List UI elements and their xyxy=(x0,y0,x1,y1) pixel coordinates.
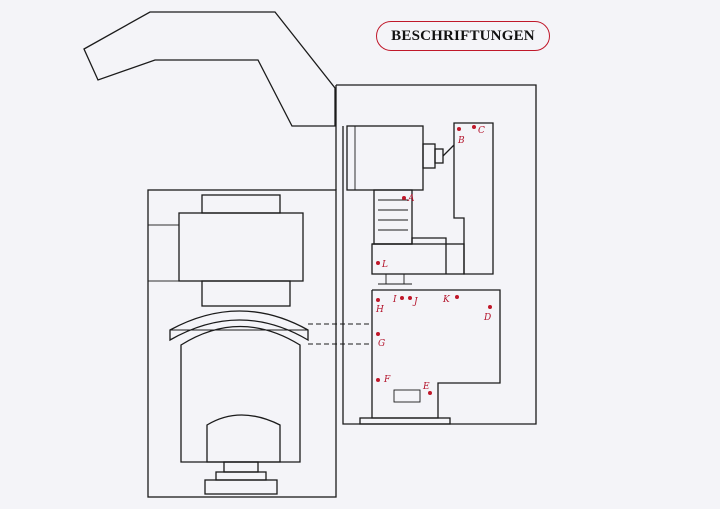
marker-B xyxy=(457,127,461,131)
marker-B: B xyxy=(457,136,465,146)
inclined-duct xyxy=(83,11,336,127)
svg-text:H: H xyxy=(375,305,384,315)
base-stem xyxy=(223,461,259,473)
lower-base xyxy=(359,417,451,425)
curved-head xyxy=(169,310,309,342)
neck-block xyxy=(201,280,291,307)
marker-C: C xyxy=(472,125,485,136)
marker-L: L xyxy=(376,260,388,270)
main-body xyxy=(180,325,301,463)
spindle xyxy=(434,148,444,164)
svg-text:I: I xyxy=(392,295,397,305)
arch-opening xyxy=(206,414,281,463)
marker-I: I xyxy=(392,295,404,305)
page-title: BESCHRIFTUNGEN xyxy=(376,21,550,51)
marker-K: K xyxy=(442,295,459,305)
svg-text:J: J xyxy=(412,297,419,307)
coupling xyxy=(422,143,436,169)
marker-E: E xyxy=(422,382,432,395)
svg-text:A: A xyxy=(407,194,415,204)
base-step xyxy=(215,471,267,481)
marker-D: D xyxy=(483,305,492,323)
svg-text:F: F xyxy=(383,375,391,385)
side-arm xyxy=(147,224,180,282)
motor-housing xyxy=(346,125,424,191)
svg-text:B: B xyxy=(457,136,465,146)
vertical-column xyxy=(442,122,494,275)
marker-G: G xyxy=(376,332,385,349)
left-frame xyxy=(147,189,337,498)
svg-text:K: K xyxy=(442,295,451,305)
marker-H: H xyxy=(375,298,384,315)
marker-J: J xyxy=(408,296,419,307)
upper-block xyxy=(178,212,304,282)
base-plate xyxy=(204,479,278,495)
ladder-frame xyxy=(373,189,413,245)
top-plate xyxy=(201,194,281,214)
svg-text:D: D xyxy=(483,313,491,323)
lower-pedestal xyxy=(393,389,421,403)
lower-machine-body xyxy=(371,289,501,419)
svg-text:G: G xyxy=(378,339,385,349)
marker-F: F xyxy=(376,375,391,385)
svg-text:C: C xyxy=(478,126,485,136)
mid-platform xyxy=(371,243,465,275)
right-frame xyxy=(336,84,537,425)
svg-text:E: E xyxy=(422,382,430,392)
marker-A: A xyxy=(402,194,415,204)
support-stub xyxy=(385,273,405,285)
svg-text:L: L xyxy=(381,260,388,270)
